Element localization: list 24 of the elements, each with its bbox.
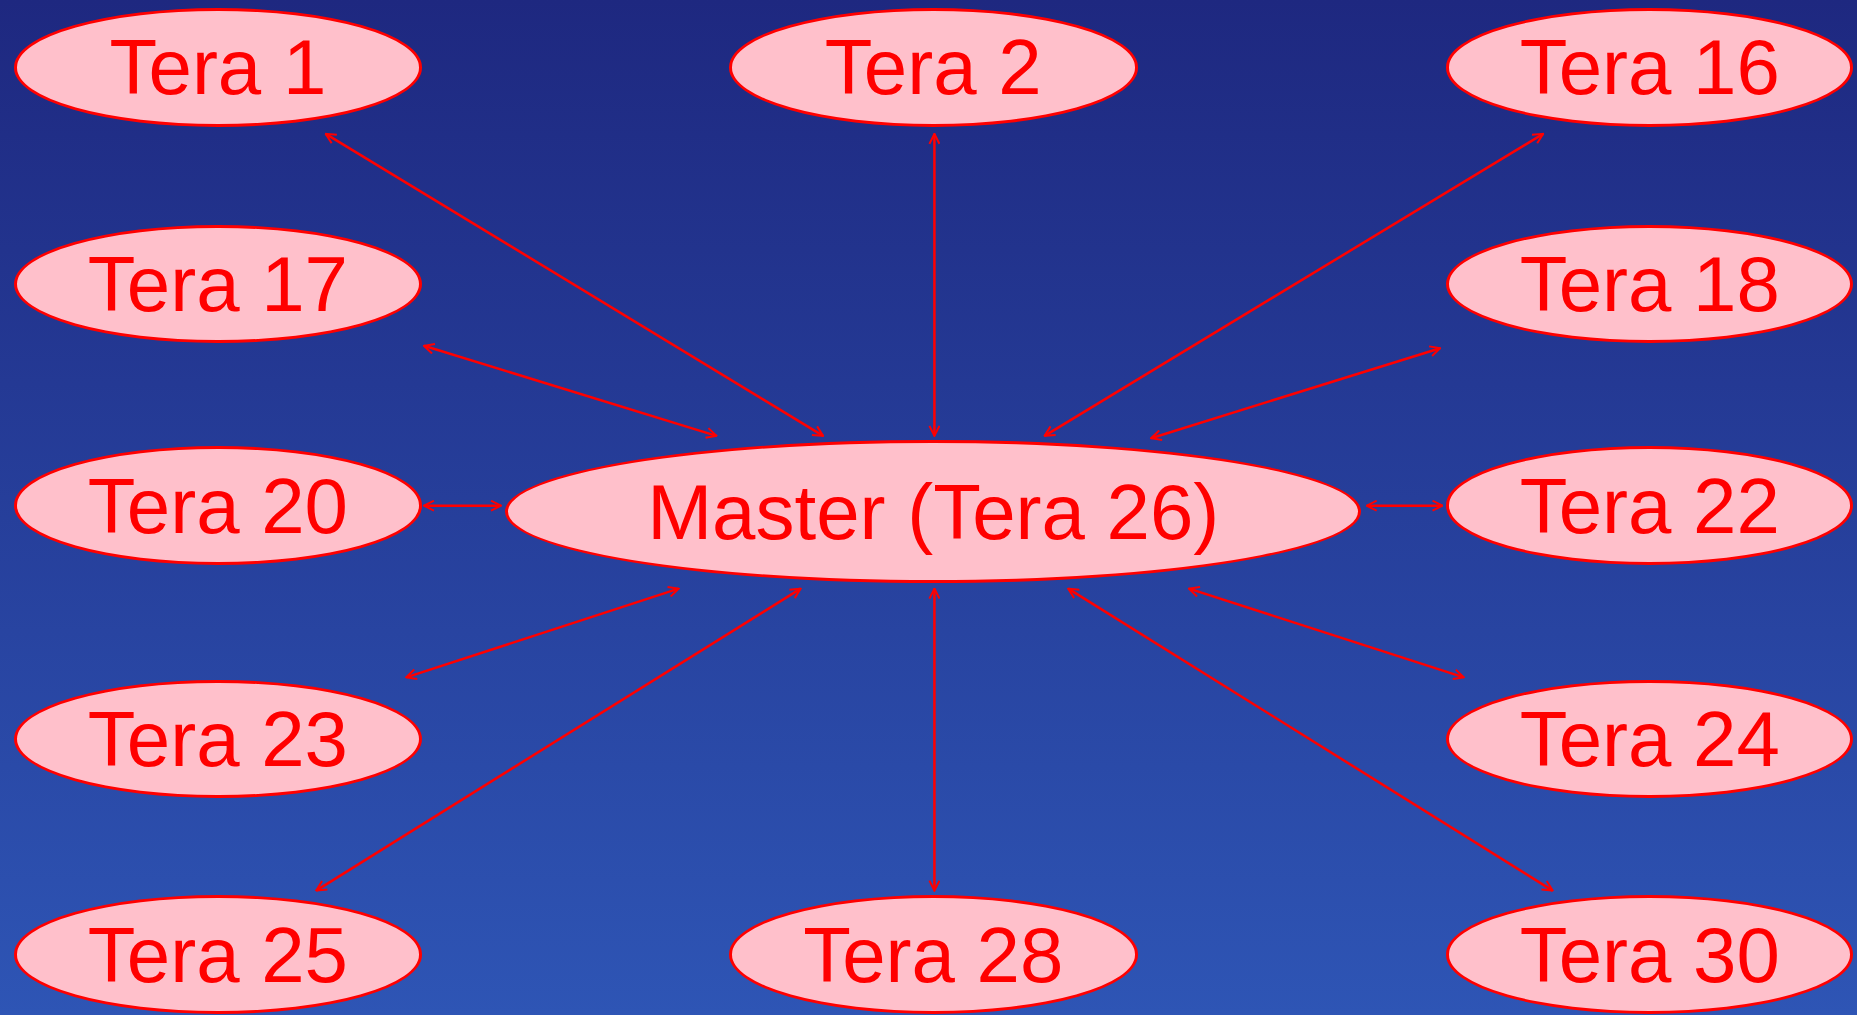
node-label: Tera 20 <box>87 466 348 545</box>
double-arrow <box>1365 499 1444 512</box>
node-label: Tera 22 <box>1519 466 1780 545</box>
node-label: Tera 28 <box>803 915 1064 994</box>
double-arrow <box>423 499 502 512</box>
node-label: Tera 17 <box>87 245 348 324</box>
node-label: Tera 30 <box>1519 915 1780 994</box>
double-arrow <box>423 343 718 439</box>
double-arrow <box>928 132 941 437</box>
node-label: Tera 24 <box>1519 700 1780 778</box>
double-arrow <box>928 587 941 892</box>
node-label: Tera 18 <box>1519 245 1780 324</box>
node-label: Tera 1 <box>109 28 327 107</box>
double-arrow <box>1150 345 1442 441</box>
node-label: Tera 23 <box>87 700 348 778</box>
double-arrow <box>324 132 825 437</box>
double-arrow <box>315 587 802 892</box>
double-arrow <box>405 585 680 681</box>
node-label: Tera 2 <box>824 28 1042 107</box>
double-arrow <box>1043 132 1545 437</box>
node-label: Tera 25 <box>87 915 348 994</box>
double-arrow <box>1067 587 1554 892</box>
node-label: Tera 16 <box>1519 28 1780 107</box>
double-arrow <box>1188 585 1465 681</box>
